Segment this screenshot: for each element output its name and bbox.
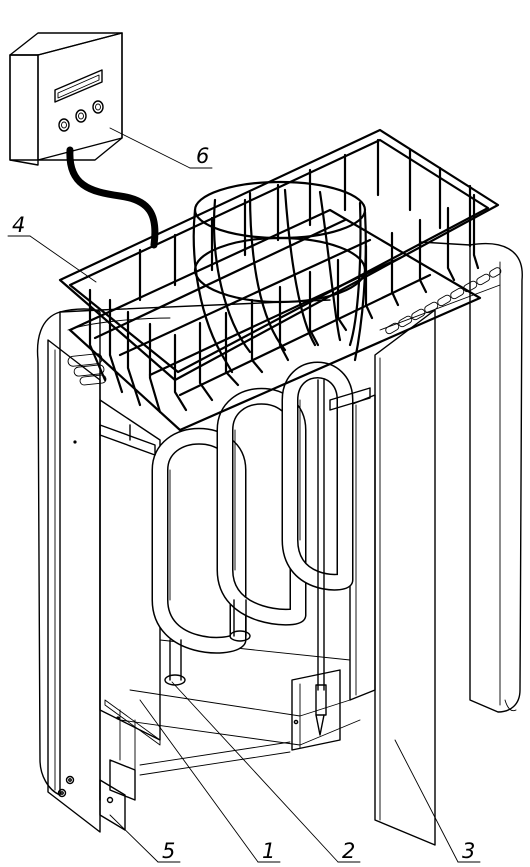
heating-elements (151, 361, 354, 686)
right-inner-panel (349, 394, 376, 701)
callout-3: 3 (462, 839, 475, 863)
callout-5: 5 (162, 839, 175, 863)
left-front-panel (47, 339, 101, 833)
leader-lines (7, 127, 481, 863)
knob-1 (58, 118, 70, 132)
inner-panel (99, 399, 161, 741)
stone-basket (58, 128, 500, 456)
callout-labels: 6 4 5 1 2 3 (12, 144, 475, 863)
top-vents (67, 267, 502, 386)
callout-4: 4 (12, 213, 25, 237)
display-window (54, 69, 103, 103)
knob-2 (75, 109, 87, 123)
control-box (9, 32, 123, 166)
basket-rods-front (88, 193, 480, 414)
junction-box (291, 669, 341, 751)
control-cable (66, 146, 159, 249)
right-front-panel (374, 309, 436, 846)
element-foot-1 (164, 674, 186, 686)
element-foot-2 (229, 630, 251, 642)
sensor-assembly (291, 379, 341, 751)
callout-6: 6 (196, 144, 209, 168)
callout-1: 1 (262, 839, 275, 863)
inner-round-basket (192, 180, 367, 374)
callout-2: 2 (342, 839, 355, 863)
knob-3 (92, 100, 104, 114)
